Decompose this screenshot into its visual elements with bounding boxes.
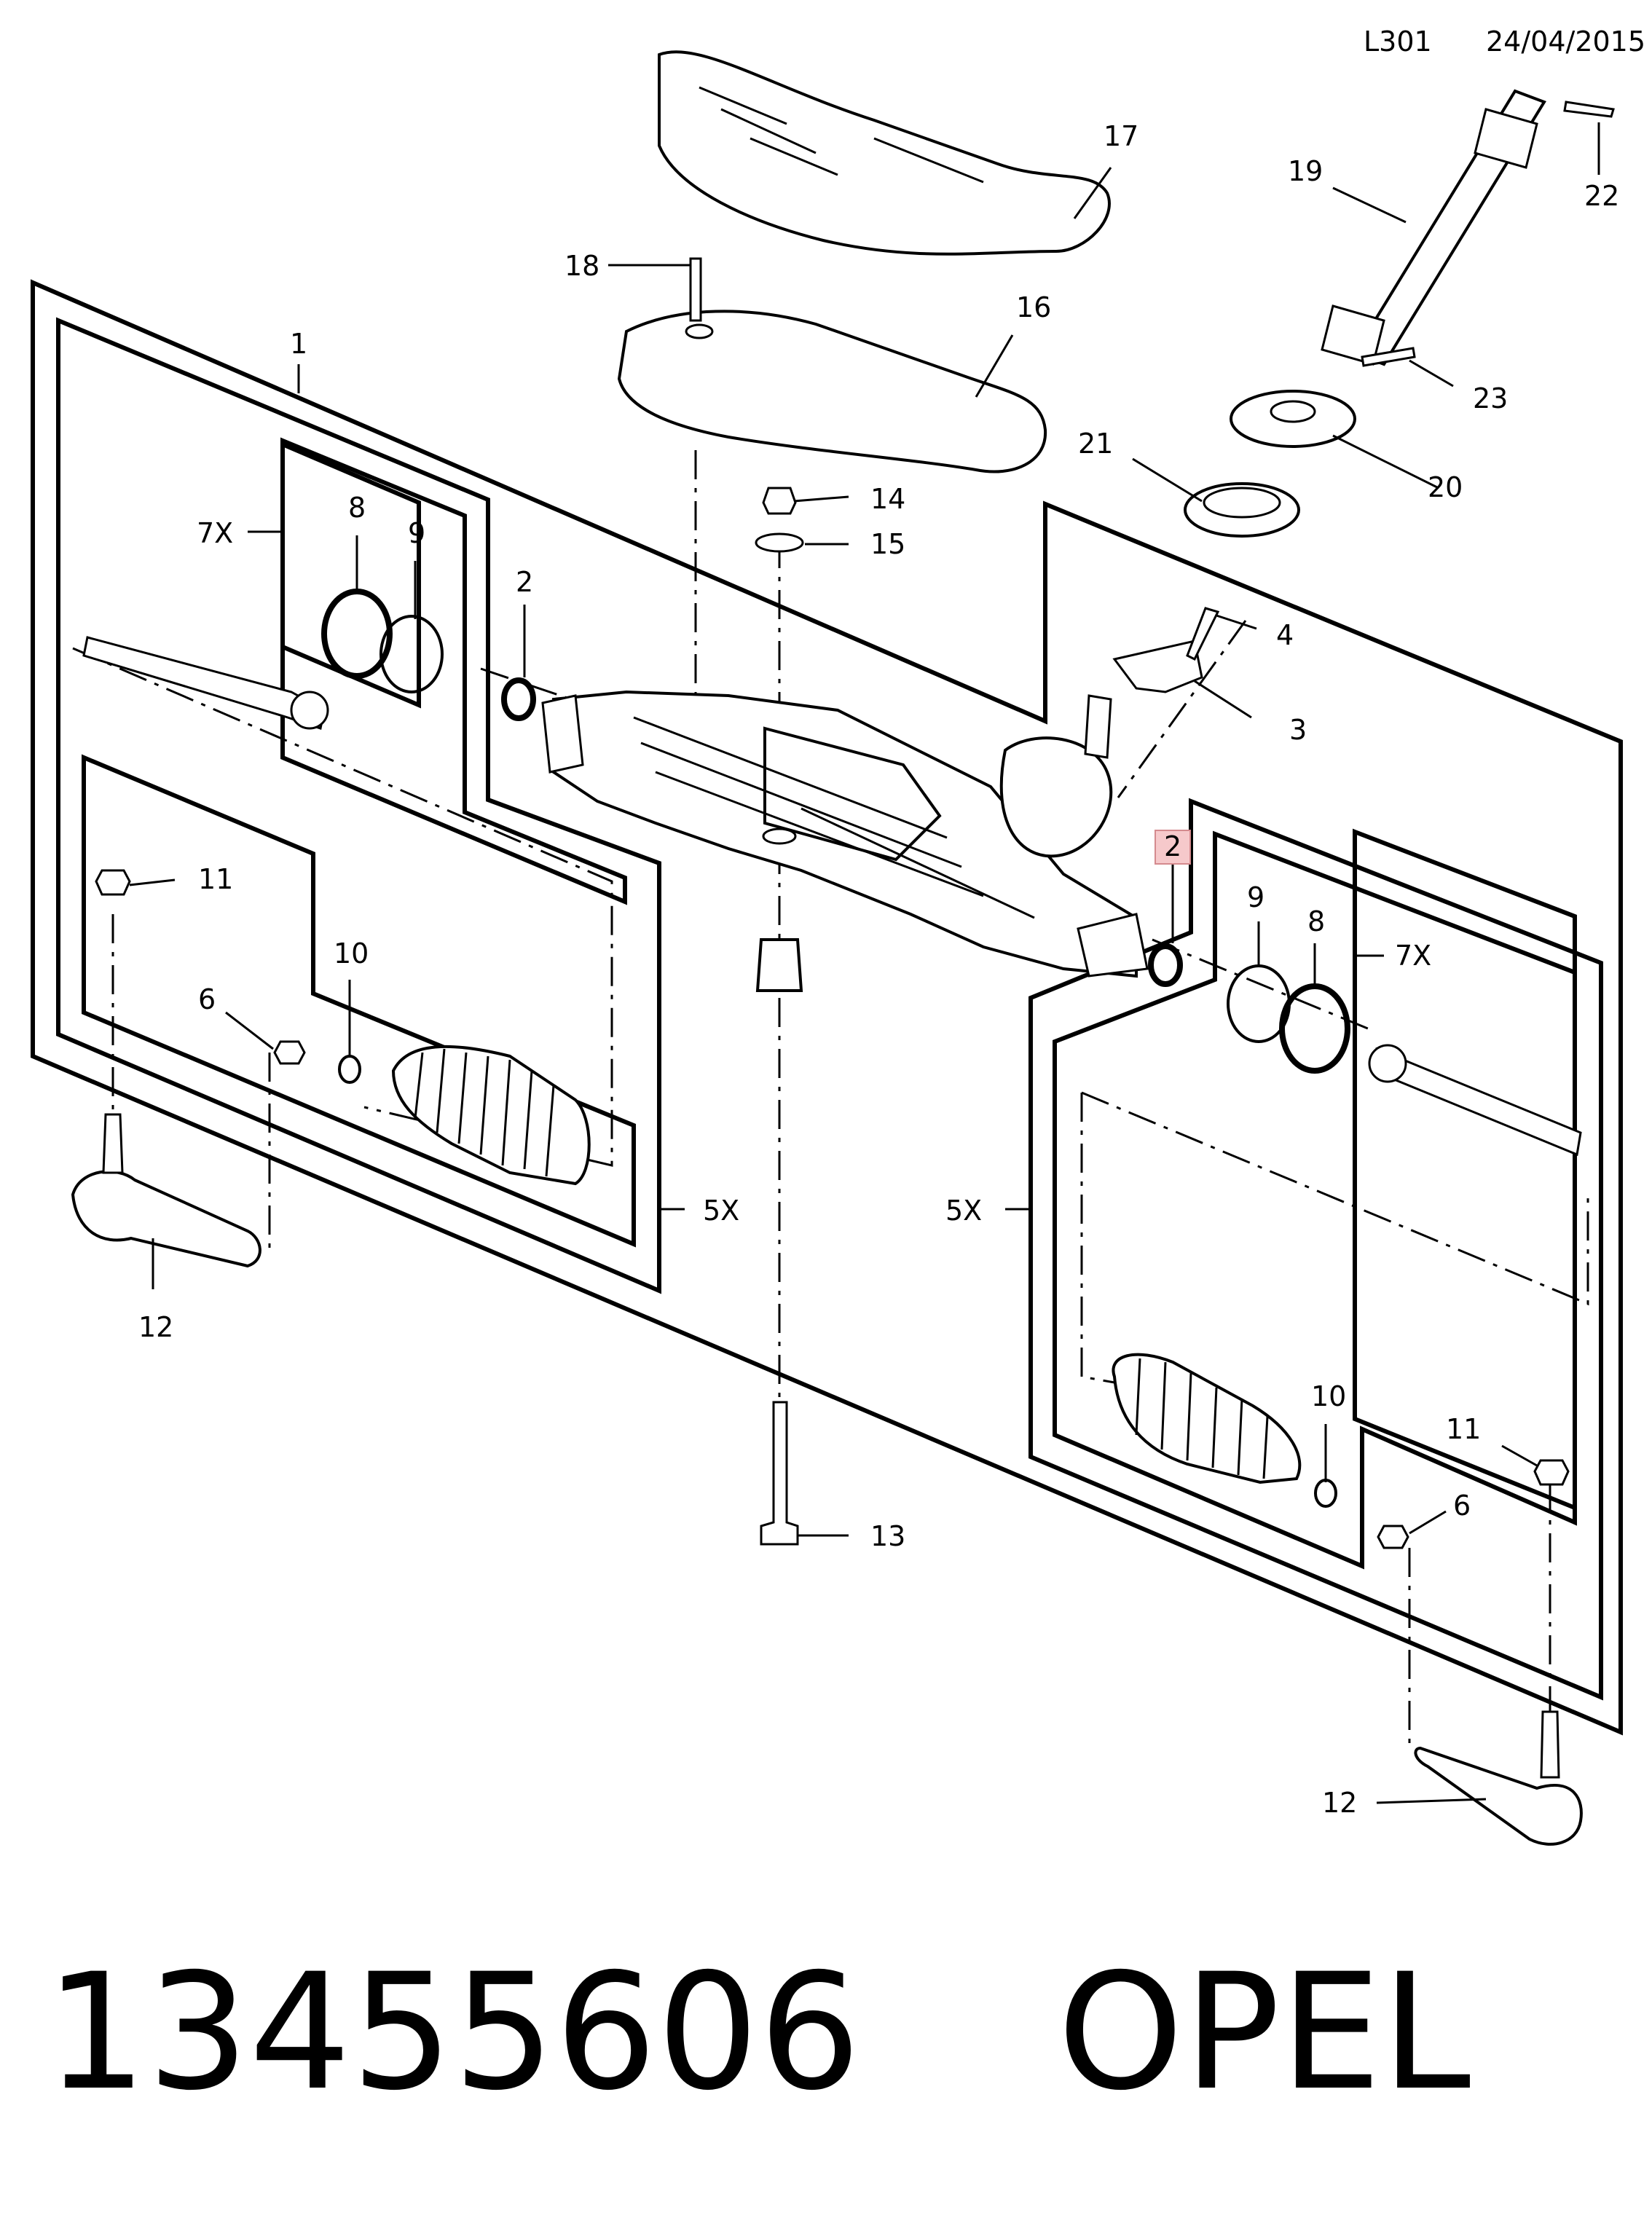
callout-12-right[interactable]: 12 <box>1322 1787 1357 1819</box>
callout-2-left[interactable]: 2 <box>516 566 533 598</box>
nut-14 <box>762 487 797 515</box>
seal-boot-21 <box>1184 482 1300 538</box>
callout-19[interactable]: 19 <box>1288 155 1323 187</box>
callout-18[interactable]: 18 <box>565 250 599 282</box>
left-kit-frame-5x <box>56 317 661 1294</box>
part-number: 13455606 <box>45 1939 861 2125</box>
diagram-date: 24/04/2015 <box>1486 25 1645 58</box>
tie-rod-end-right-stud <box>1540 1710 1560 1779</box>
steering-boot-right <box>1112 1353 1302 1484</box>
inner-tie-rod-left-joint <box>290 691 329 730</box>
pinion-housing <box>999 736 1113 858</box>
callout-22[interactable]: 22 <box>1584 180 1619 212</box>
bolt-22 <box>1563 101 1615 118</box>
callout-labels: 1 2 2 3 4 5X 5X 6 6 7X 7X 8 8 9 9 10 10 … <box>138 120 1619 1819</box>
callout-1[interactable]: 1 <box>290 328 307 360</box>
ring-2-left <box>501 677 536 721</box>
steering-boot-right-folds <box>1135 1358 1269 1479</box>
callout-21[interactable]: 21 <box>1078 428 1113 460</box>
ring-9-left <box>379 615 444 693</box>
input-shaft <box>1084 694 1112 759</box>
clamp-8-left <box>321 589 393 679</box>
steering-boot-left-folds <box>414 1048 555 1177</box>
jam-nut-6-left <box>273 1040 306 1065</box>
heat-shield-upper <box>658 50 1111 256</box>
callout-16[interactable]: 16 <box>1016 291 1051 323</box>
assembly-frame-outer <box>31 279 1623 1736</box>
callout-5x-left[interactable]: 5X <box>703 1195 739 1227</box>
callout-2-right[interactable]: 2 <box>1164 830 1181 862</box>
callout-6-left[interactable]: 6 <box>198 983 216 1015</box>
left-bearing-kit-frame-7x <box>280 441 421 709</box>
leader-lines <box>129 122 1600 1804</box>
mount-bushing-hole <box>762 827 797 845</box>
callout-7x-right[interactable]: 7X <box>1395 940 1431 972</box>
tie-rod-end-left-stud <box>102 1113 124 1174</box>
callout-12-left[interactable]: 12 <box>138 1311 173 1343</box>
part-number-footer: 13455606 OPEL <box>45 1938 1471 2127</box>
washer-15 <box>755 532 804 553</box>
inner-tie-rod-left <box>82 636 326 730</box>
clip-10-right <box>1314 1479 1337 1508</box>
heat-shield-lower <box>617 310 1047 473</box>
dash-seal-20 <box>1230 390 1356 448</box>
callout-14[interactable]: 14 <box>870 483 905 515</box>
callout-3[interactable]: 3 <box>1289 714 1307 746</box>
callout-23[interactable]: 23 <box>1473 382 1508 414</box>
tie-rod-end-right <box>1414 1746 1583 1846</box>
ring-2-right <box>1148 943 1183 987</box>
diagram-code: L301 <box>1364 25 1432 58</box>
clip-10-left <box>338 1055 361 1084</box>
heat-shield-upper-ribs <box>699 86 984 184</box>
nut-11-right <box>1533 1459 1570 1486</box>
callout-8-right[interactable]: 8 <box>1307 905 1325 937</box>
highlight-box <box>1155 830 1191 865</box>
callout-4[interactable]: 4 <box>1276 619 1294 651</box>
callout-13[interactable]: 13 <box>870 1520 905 1552</box>
bracket-3 <box>1112 640 1203 693</box>
inner-tie-rod-right-joint <box>1368 1044 1407 1083</box>
steering-boot-left <box>391 1045 591 1186</box>
callout-9-right[interactable]: 9 <box>1247 881 1264 913</box>
bolt-18 <box>689 257 702 322</box>
mount-bushing <box>755 938 803 992</box>
tie-rod-end-left <box>71 1170 261 1268</box>
rack-left-end <box>541 694 584 774</box>
left-boot-kit-frame <box>82 754 636 1248</box>
right-bearing-kit-frame-7x <box>1353 828 1577 1511</box>
callout-11-right[interactable]: 11 <box>1446 1413 1481 1445</box>
screw-4 <box>1186 607 1220 661</box>
callout-17[interactable]: 17 <box>1104 120 1138 152</box>
nut-11-left <box>95 869 131 896</box>
brand-name: OPEL <box>1057 1939 1471 2125</box>
callout-11-left[interactable]: 11 <box>198 863 233 895</box>
clamp-8-right <box>1279 983 1350 1074</box>
callout-20[interactable]: 20 <box>1428 471 1463 503</box>
seal-boot-21-inner <box>1203 487 1281 519</box>
bolt-23 <box>1361 347 1416 367</box>
callout-5x-right[interactable]: 5X <box>945 1195 982 1227</box>
universal-joint-upper <box>1474 108 1538 169</box>
callout-7x-left[interactable]: 7X <box>197 517 233 549</box>
steering-motor <box>763 726 942 862</box>
right-boot-kit-frame <box>1053 830 1577 1570</box>
callout-8-left[interactable]: 8 <box>348 492 366 524</box>
callout-10-right[interactable]: 10 <box>1311 1380 1346 1412</box>
right-kit-frame-5x <box>1028 798 1603 1701</box>
rack-right-end <box>1077 913 1149 978</box>
heat-shield-bolt-hole <box>685 323 714 339</box>
callout-9-left[interactable]: 9 <box>408 517 425 549</box>
callout-10-left[interactable]: 10 <box>334 937 369 969</box>
rack-ribs <box>633 716 1035 919</box>
callout-15[interactable]: 15 <box>870 528 905 560</box>
callout-6-right[interactable]: 6 <box>1453 1490 1471 1522</box>
dash-seal-20-inner <box>1270 400 1316 423</box>
left-inner-frame <box>280 437 627 905</box>
jam-nut-6-right <box>1377 1525 1409 1549</box>
bolt-13 <box>760 1401 799 1546</box>
